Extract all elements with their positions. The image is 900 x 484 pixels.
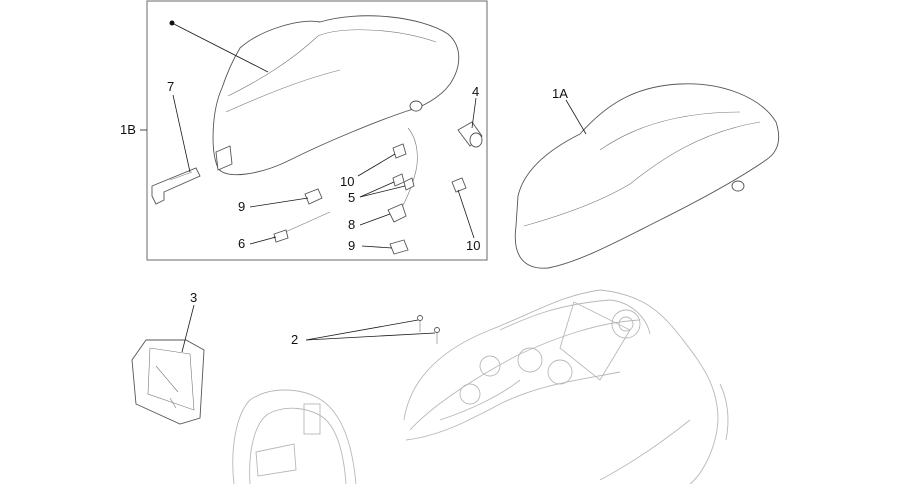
front-shield-ghost <box>232 389 357 484</box>
lock-lever-7 <box>151 167 201 205</box>
rubber-pad-10-lower <box>451 177 467 193</box>
label-1a: 1A <box>552 86 568 101</box>
seat-1a <box>514 83 780 269</box>
label-10-upper: 10 <box>340 174 354 189</box>
scooter-frame-ghost <box>403 289 729 484</box>
callout-labels: 1B 1A 7 4 10 5 9 8 6 9 10 3 2 <box>120 79 568 347</box>
spring-rod-6 <box>271 211 331 243</box>
seat-1b <box>212 15 460 176</box>
label-7: 7 <box>167 79 174 94</box>
label-3: 3 <box>190 290 197 305</box>
screws-2 <box>417 315 440 344</box>
label-9-lower: 9 <box>348 238 355 253</box>
clip-5 <box>392 173 415 191</box>
cap-9-lower <box>389 239 409 255</box>
label-9-upper: 9 <box>238 199 245 214</box>
seat-cable <box>399 127 418 211</box>
microswitch-8 <box>387 203 407 223</box>
rubber-pad-10-upper <box>392 143 407 159</box>
label-2: 2 <box>291 332 298 347</box>
rubber-buffer-4 <box>457 121 483 148</box>
kit-1b-frame <box>146 0 488 261</box>
label-5: 5 <box>348 190 355 205</box>
cap-9-upper <box>304 188 323 205</box>
leader-lines <box>140 20 587 353</box>
label-8: 8 <box>348 217 355 232</box>
label-6: 6 <box>238 236 245 251</box>
label-10-lower: 10 <box>466 238 480 253</box>
seat-1b-dot-marker <box>169 20 175 26</box>
label-4: 4 <box>472 84 479 99</box>
tool-kit-3 <box>131 339 205 425</box>
label-1b: 1B <box>120 122 136 137</box>
